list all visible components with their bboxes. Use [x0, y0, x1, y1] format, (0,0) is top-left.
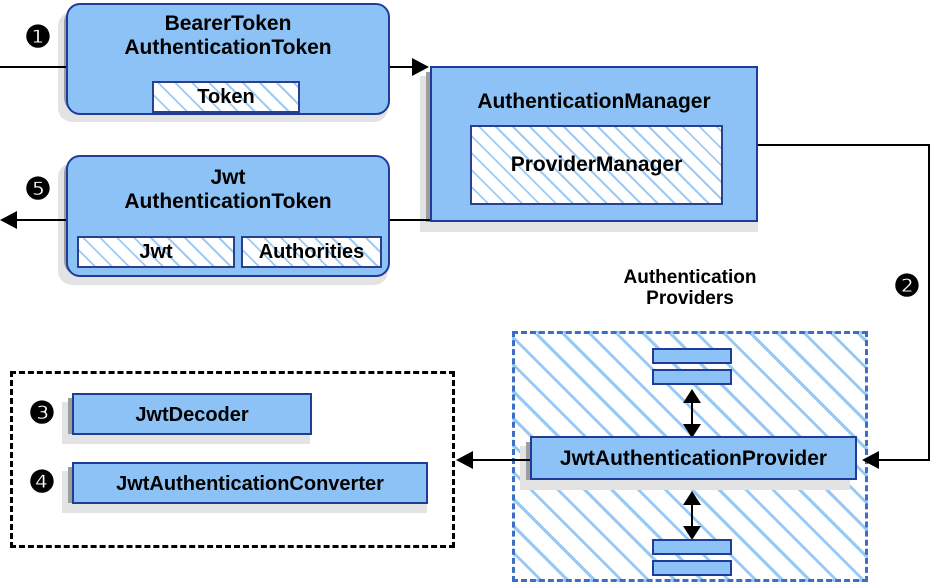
- step-badge-5: ❺: [24, 173, 52, 206]
- arrow-response-out-icon: [0, 211, 17, 229]
- arrow-stub-top-down-icon: [683, 424, 701, 438]
- arrow-to-provider-icon: [862, 451, 879, 469]
- bearer-token-inner-token-box[interactable]: Token: [152, 81, 300, 113]
- connector-provider-to-group: [472, 459, 532, 461]
- provider-stub-top-bar-2: [652, 369, 732, 385]
- connector-to-provider: [878, 459, 930, 461]
- jwt-token-title-line1: Jwt: [210, 166, 246, 189]
- provider-manager-box[interactable]: ProviderManager: [470, 125, 723, 205]
- jwt-authentication-provider-node[interactable]: JwtAuthenticationProvider: [530, 436, 857, 480]
- jwt-authentication-provider-label: JwtAuthenticationProvider: [559, 447, 828, 470]
- jwt-authentication-token-node[interactable]: Jwt AuthenticationToken Jwt Authorities: [66, 155, 390, 277]
- jwt-token-title-line2: AuthenticationToken: [124, 189, 332, 213]
- jwt-authentication-converter-node[interactable]: JwtAuthenticationConverter: [72, 462, 428, 504]
- providers-title-line1: Authentication: [623, 267, 757, 288]
- jwt-token-inner-jwt-box[interactable]: Jwt: [77, 236, 235, 268]
- connector-manager-to-jwt-token: [378, 219, 434, 221]
- jwt-decoder-label: JwtDecoder: [135, 404, 249, 426]
- authentication-manager-title-label: AuthenticationManager: [477, 90, 711, 113]
- jwt-token-title: Jwt AuthenticationToken: [68, 166, 388, 213]
- arrow-stub-bottom-up-icon: [683, 491, 701, 505]
- connector-request-in: [0, 66, 70, 68]
- bearer-token-authentication-token-node[interactable]: BearerToken AuthenticationToken Token: [66, 3, 390, 115]
- step-badge-1: ❶: [24, 21, 52, 54]
- provider-stub-bottom-bar-1: [652, 539, 732, 555]
- authentication-manager-title: AuthenticationManager: [432, 90, 756, 114]
- provider-stub-top-bar-1: [652, 348, 732, 364]
- connector-stub-bottom: [691, 496, 693, 530]
- connector-manager-down: [928, 144, 930, 461]
- arrow-stub-top-up-icon: [683, 389, 701, 403]
- step-badge-4: ❹: [28, 466, 56, 499]
- arrow-stub-bottom-down-icon: [683, 526, 701, 540]
- connector-bearer-to-manager: [388, 66, 416, 68]
- jwt-token-inner-authorities-box[interactable]: Authorities: [241, 236, 382, 268]
- jwt-support-beans-region: [10, 371, 455, 548]
- arrow-bearer-to-manager-icon: [412, 58, 429, 76]
- bearer-token-title-line1: BearerToken: [164, 12, 292, 35]
- providers-title-line2: Providers: [646, 288, 734, 310]
- step-badge-3: ❸: [28, 397, 56, 430]
- bearer-token-inner-label: Token: [197, 85, 255, 108]
- bearer-token-title: BearerToken AuthenticationToken: [68, 12, 388, 59]
- jwt-token-inner-jwt-label: Jwt: [139, 240, 173, 263]
- provider-manager-label: ProviderManager: [510, 153, 683, 176]
- authentication-manager-node[interactable]: AuthenticationManager ProviderManager: [430, 66, 758, 222]
- provider-stub-bottom-bar-2: [652, 560, 732, 576]
- bearer-token-title-line2: AuthenticationToken: [124, 35, 332, 59]
- jwt-decoder-node[interactable]: JwtDecoder: [72, 393, 312, 435]
- connector-manager-right: [758, 144, 930, 146]
- connector-stub-top: [691, 394, 693, 428]
- jwt-authentication-converter-label: JwtAuthenticationConverter: [116, 473, 384, 495]
- connector-response-out: [14, 219, 74, 221]
- arrow-provider-to-group-icon: [456, 451, 473, 469]
- jwt-token-inner-authorities-label: Authorities: [258, 240, 365, 263]
- authentication-providers-title: Authentication Providers: [570, 267, 810, 310]
- step-badge-2: ❷: [893, 270, 921, 303]
